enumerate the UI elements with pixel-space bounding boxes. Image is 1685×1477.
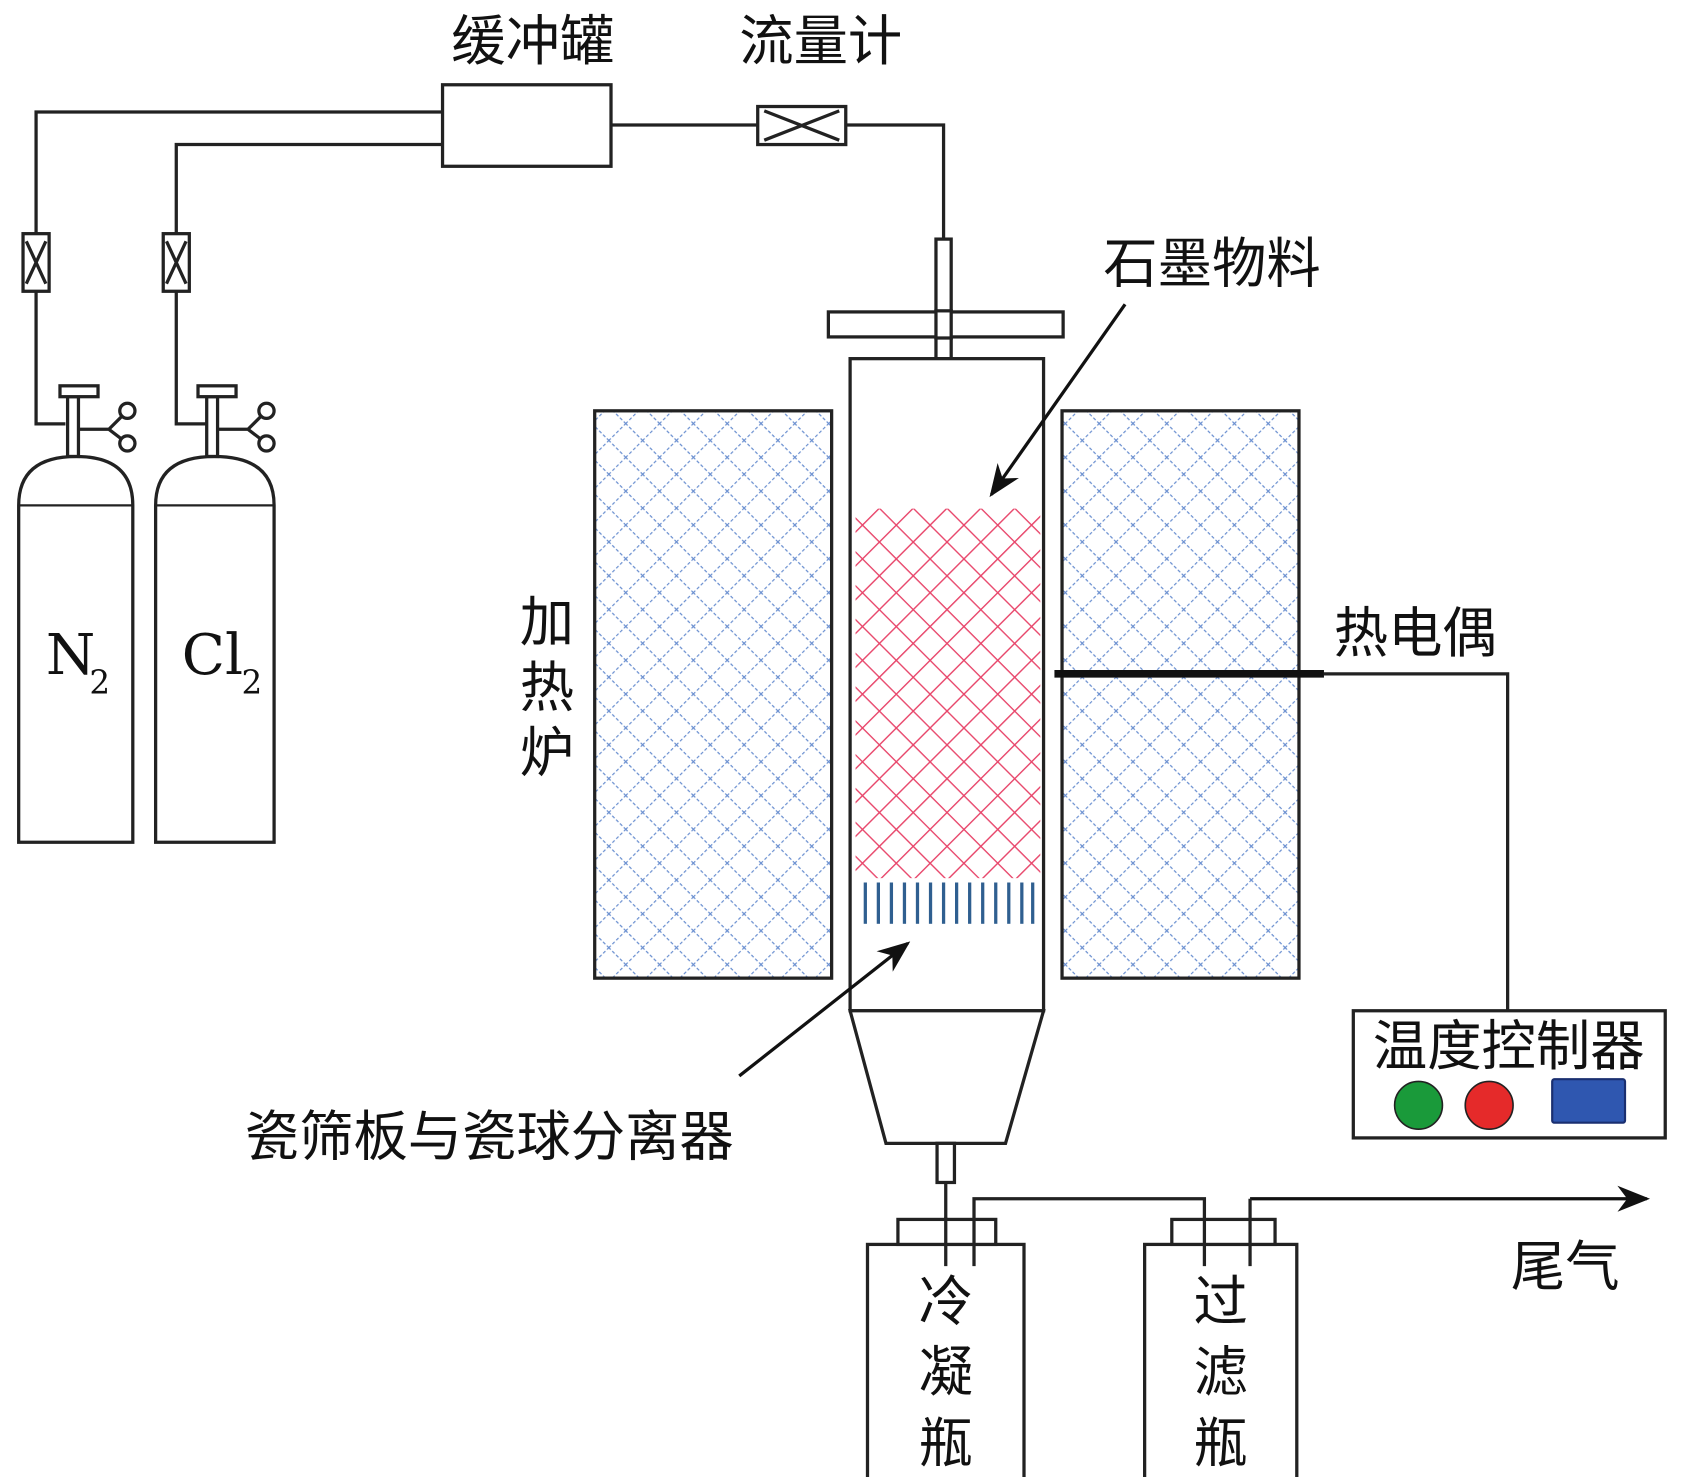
- n2-cylinder: N 2: [17, 384, 137, 844]
- green-indicator-light: [1393, 1080, 1444, 1131]
- thermocouple-label: 热电偶: [1334, 602, 1497, 665]
- condensing-bottle: 冷 凝 瓶: [865, 1217, 1026, 1477]
- svg-text:瓶: 瓶: [1194, 1412, 1248, 1475]
- svg-text:Cl: Cl: [182, 623, 243, 688]
- svg-text:炉: 炉: [520, 722, 574, 785]
- svg-text:N: N: [46, 623, 95, 688]
- buffer-tank: [440, 83, 613, 168]
- svg-text:热: 热: [520, 656, 574, 719]
- filter-bottle: 过 滤 瓶: [1143, 1217, 1299, 1477]
- svg-text:瓶: 瓶: [919, 1412, 973, 1475]
- bottle-connecting-pipe: [944, 1197, 1207, 1267]
- temperature-controller: 温度控制器: [1351, 1009, 1667, 1140]
- gas-lines: [34, 110, 946, 426]
- flowmeter: [756, 104, 848, 147]
- separator-pointer-arrow: [738, 941, 911, 1078]
- cl2-line-valve: [161, 232, 191, 293]
- graphite-material-label: 石墨物料: [1103, 233, 1320, 296]
- temperature-controller-label: 温度控制器: [1373, 1015, 1645, 1078]
- graphite-pointer-arrow: [989, 303, 1127, 498]
- flowmeter-label: 流量计: [739, 10, 902, 73]
- svg-text:2: 2: [241, 663, 262, 701]
- cl2-cylinder: Cl 2: [153, 384, 276, 844]
- heating-furnace-left: [593, 409, 834, 980]
- svg-text:滤: 滤: [1194, 1341, 1248, 1404]
- thermocouple-wire: [1323, 672, 1510, 1011]
- svg-text:凝: 凝: [919, 1341, 973, 1404]
- display-panel: [1551, 1078, 1627, 1124]
- inlet-pipe: [934, 237, 953, 361]
- heating-furnace-label: 加 热 炉: [520, 591, 574, 784]
- buffer-tank-label: 缓冲罐: [451, 10, 614, 73]
- tail-gas-label: 尾气: [1511, 1236, 1620, 1299]
- heating-furnace-right: [1060, 409, 1301, 980]
- svg-text:2: 2: [89, 663, 110, 701]
- ceramic-sieve-plate: [863, 882, 1035, 924]
- svg-text:加: 加: [520, 591, 574, 654]
- reactor-cone: [847, 1009, 1046, 1145]
- svg-text:冷: 冷: [919, 1270, 973, 1333]
- svg-text:过: 过: [1194, 1270, 1248, 1333]
- separator-label: 瓷筛板与瓷球分离器: [245, 1105, 734, 1168]
- n2-line-valve: [21, 232, 51, 293]
- graphite-material-bed: [855, 508, 1041, 879]
- red-indicator-light: [1464, 1080, 1514, 1131]
- outlet-pipe: [935, 1141, 957, 1185]
